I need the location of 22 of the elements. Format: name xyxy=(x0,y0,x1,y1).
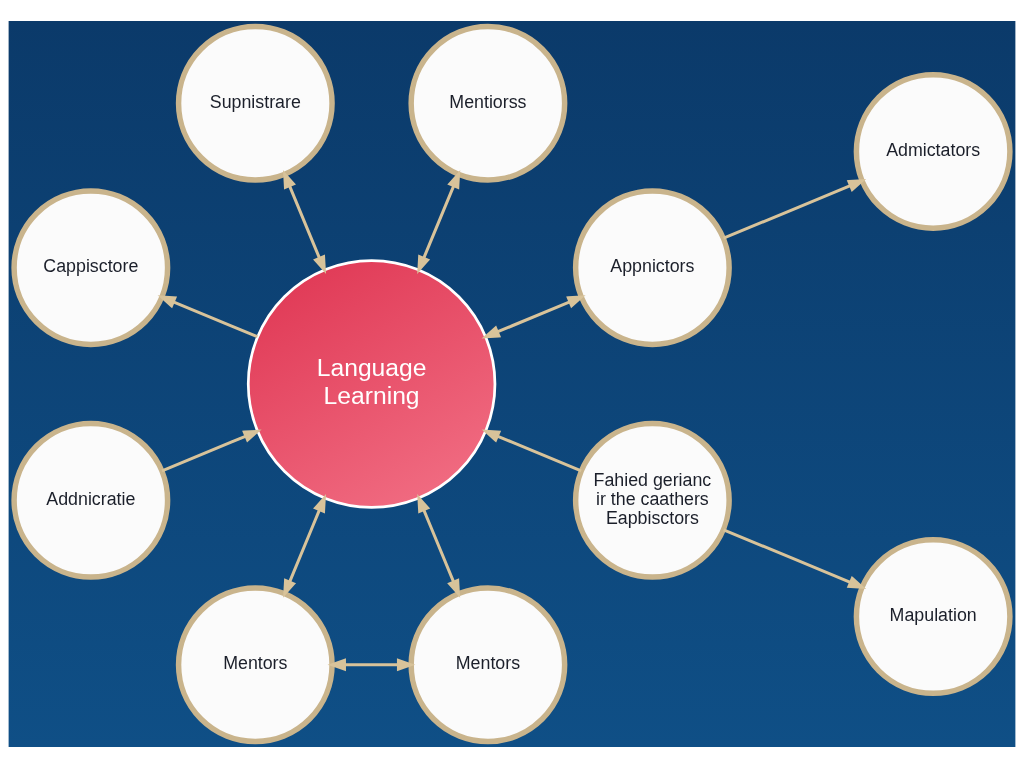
node-circle: Cappisctore xyxy=(11,188,171,348)
node-circle: Mapulation xyxy=(853,537,1013,697)
node-circle: Appnictors xyxy=(572,188,732,348)
node-circle: Mentiorss xyxy=(408,23,568,183)
arrow xyxy=(723,179,867,240)
node-circle: Language Learning xyxy=(246,259,497,509)
arrow xyxy=(417,170,461,275)
node-circle: Addnicratie xyxy=(11,420,171,580)
arrow xyxy=(481,429,582,473)
arrow xyxy=(283,494,327,598)
node-circle: Mentors xyxy=(175,585,335,745)
node-circle: Admictators xyxy=(853,71,1013,231)
arrow xyxy=(481,295,586,339)
arrow xyxy=(327,658,416,672)
arrow xyxy=(417,494,461,598)
arrow xyxy=(282,170,327,275)
arrow xyxy=(157,295,258,339)
node-circle: Supnistrare xyxy=(175,23,335,183)
arrow xyxy=(161,429,262,473)
node-circle: Fahied gerianc ir the caathers Eapbisctors xyxy=(572,420,732,580)
node-circle: Mentors xyxy=(408,585,568,745)
arrow xyxy=(723,528,867,589)
